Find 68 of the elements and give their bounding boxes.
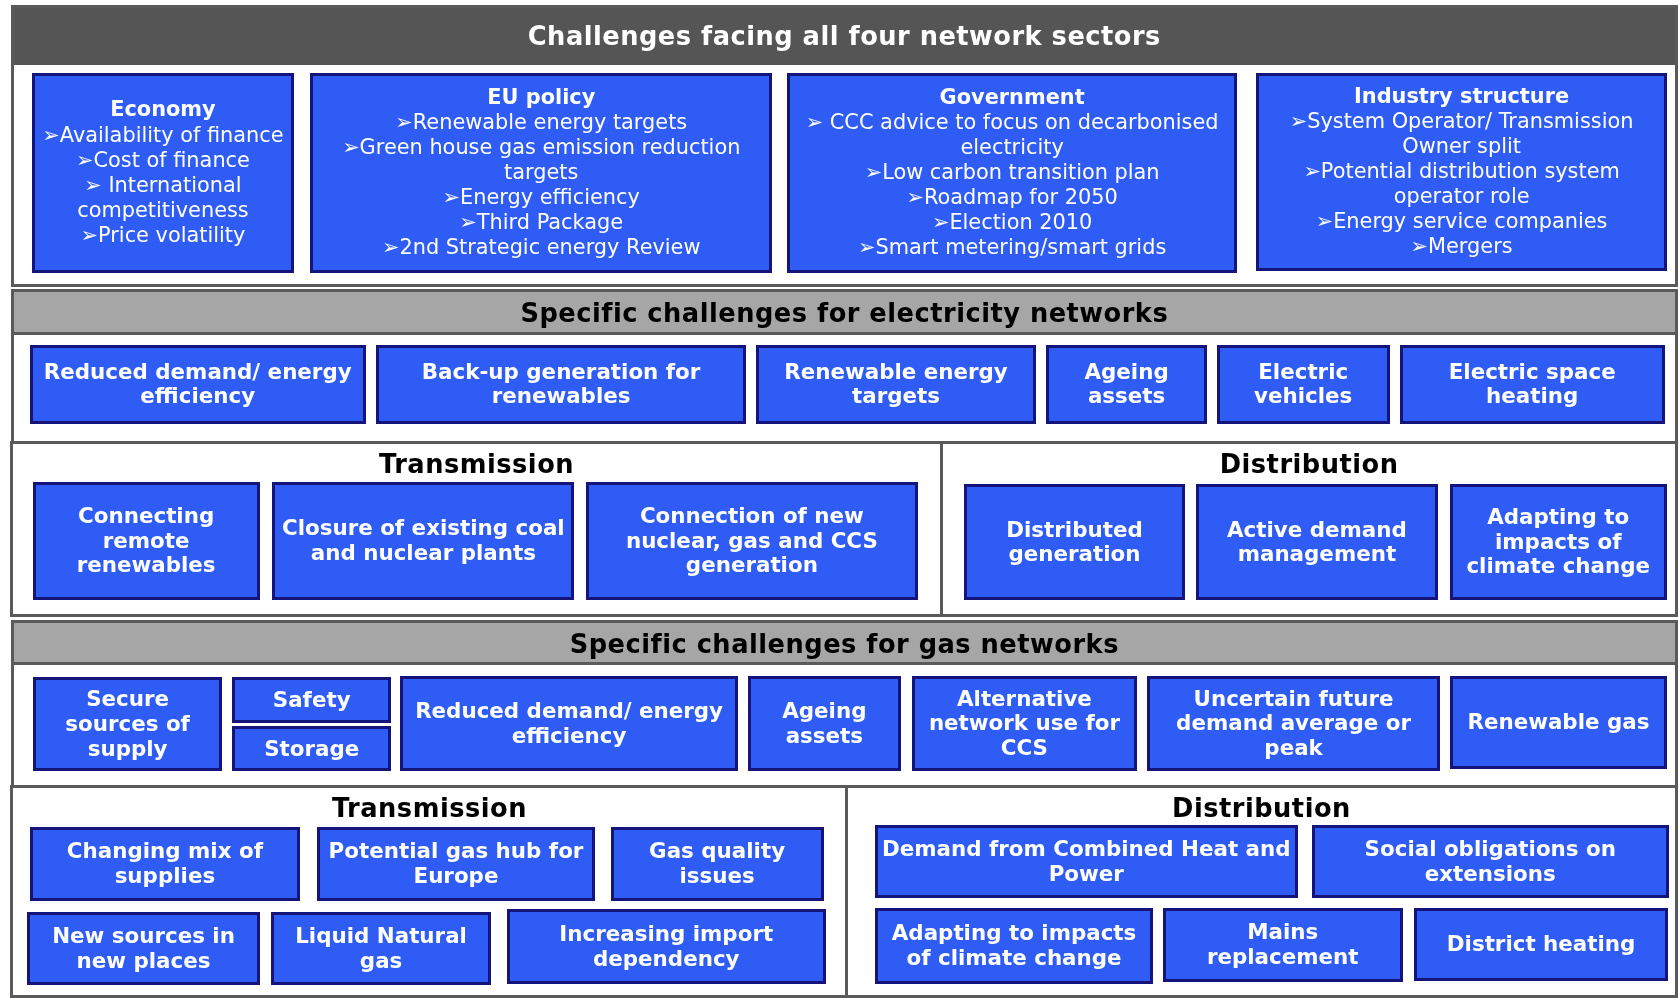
challenge-box: Renewable energy targets (756, 345, 1036, 424)
challenge-box: Increasing import dependency (506, 909, 826, 985)
bullet-item: ➢Renewable energy targets (395, 110, 688, 136)
challenge-box: Ageing assets (747, 676, 901, 772)
bullet-item: ➢Low carbon transition plan (864, 160, 1160, 186)
challenge-box: Safety (232, 677, 392, 724)
bullet-item: ➢Roadmap for 2050 (906, 185, 1118, 211)
challenge-box: Storage (232, 726, 392, 772)
section-panel (10, 288, 1678, 618)
challenge-box (787, 72, 1237, 273)
box-heading: Industry structure (1354, 83, 1570, 109)
challenge-box (1256, 72, 1668, 271)
section-heading: Transmission (378, 447, 576, 481)
challenge-box: Closure of existing coal and nuclear plants (272, 482, 575, 600)
challenge-box: Electric space heating (1399, 345, 1665, 424)
bullet-item: ➢Energy service companies (1315, 209, 1608, 235)
challenge-box: Uncertain future demand average or peak (1146, 676, 1441, 772)
bullet-item: ➢System Operator/ Transmission Owner split (1288, 108, 1635, 159)
challenge-box: Active demand management (1196, 484, 1438, 600)
challenge-box: Changing mix of supplies (29, 826, 301, 901)
challenge-box: Social obligations on extensions (1311, 824, 1669, 899)
challenge-box: District heating (1414, 908, 1668, 981)
challenge-box: Reduced demand/ energy efficiency (400, 676, 739, 772)
bullet-item: ➢Third Package (459, 210, 624, 236)
challenge-box: Liquid Natural gas (271, 912, 491, 986)
section-panel (10, 5, 1678, 287)
challenge-box: Connection of new nuclear, gas and CCS generation (586, 482, 918, 600)
bullet-item: ➢Energy efficiency (442, 185, 640, 211)
section-heading: Specific challenges for gas networks (13, 622, 1675, 666)
section-panel (10, 619, 1678, 998)
bullet-item: ➢Green house gas emission reduction targets (341, 135, 742, 186)
section-panel (10, 440, 943, 618)
section-heading: Challenges facing all four network sectors (13, 8, 1675, 66)
section-heading: Transmission (330, 792, 528, 826)
section-heading: Specific challenges for electricity networks (13, 291, 1675, 335)
section-heading: Distribution (1171, 792, 1352, 826)
challenge-box: Connecting remote renewables (32, 482, 260, 600)
bullet-item: ➢Cost of finance (76, 147, 250, 173)
challenge-box (310, 72, 773, 273)
bullet-item: ➢Availability of finance (42, 122, 284, 148)
challenge-box: Mains replacement (1162, 908, 1403, 982)
section-heading: Distribution (1218, 447, 1400, 481)
challenge-box: Alternative network use for CCS (911, 676, 1138, 772)
box-heading: Economy (110, 97, 216, 123)
challenge-box: Ageing assets (1046, 345, 1207, 424)
box-heading: Government (939, 84, 1085, 110)
bullet-item: ➢Price volatility (80, 222, 246, 248)
challenge-box: Electric vehicles (1216, 345, 1390, 424)
challenge-box: New sources in new places (27, 912, 260, 986)
challenge-box: Reduced demand/ energy efficiency (29, 345, 366, 424)
challenge-box: Distributed generation (963, 484, 1186, 600)
challenge-box (31, 72, 295, 273)
challenge-box: Back-up generation for renewables (376, 345, 746, 424)
challenge-box: Secure sources of supply (32, 677, 223, 772)
bullet-item: ➢Potential distribution system operator role (1302, 159, 1621, 210)
challenge-box: Adapting to impacts of climate change (1449, 484, 1667, 600)
bullet-item: ➢ CCC advice to focus on decarbonised electricity (804, 110, 1220, 161)
bullet-item: ➢2nd Strategic energy Review (382, 235, 701, 261)
challenge-box: Renewable gas (1449, 676, 1668, 770)
challenge-box: Adapting to impacts of climate change (874, 908, 1154, 985)
bullet-item: ➢Mergers (1410, 234, 1513, 260)
challenge-box: Gas quality issues (610, 826, 824, 901)
bullet-item: ➢Election 2010 (931, 210, 1093, 236)
challenge-box: Demand from Combined Heat and Power (874, 824, 1298, 899)
bullet-item: ➢ International competitiveness (76, 172, 250, 223)
box-heading: EU policy (487, 84, 596, 110)
bullet-item: ➢Smart metering/smart grids (857, 235, 1167, 261)
challenge-box: Potential gas hub for Europe (317, 826, 595, 901)
